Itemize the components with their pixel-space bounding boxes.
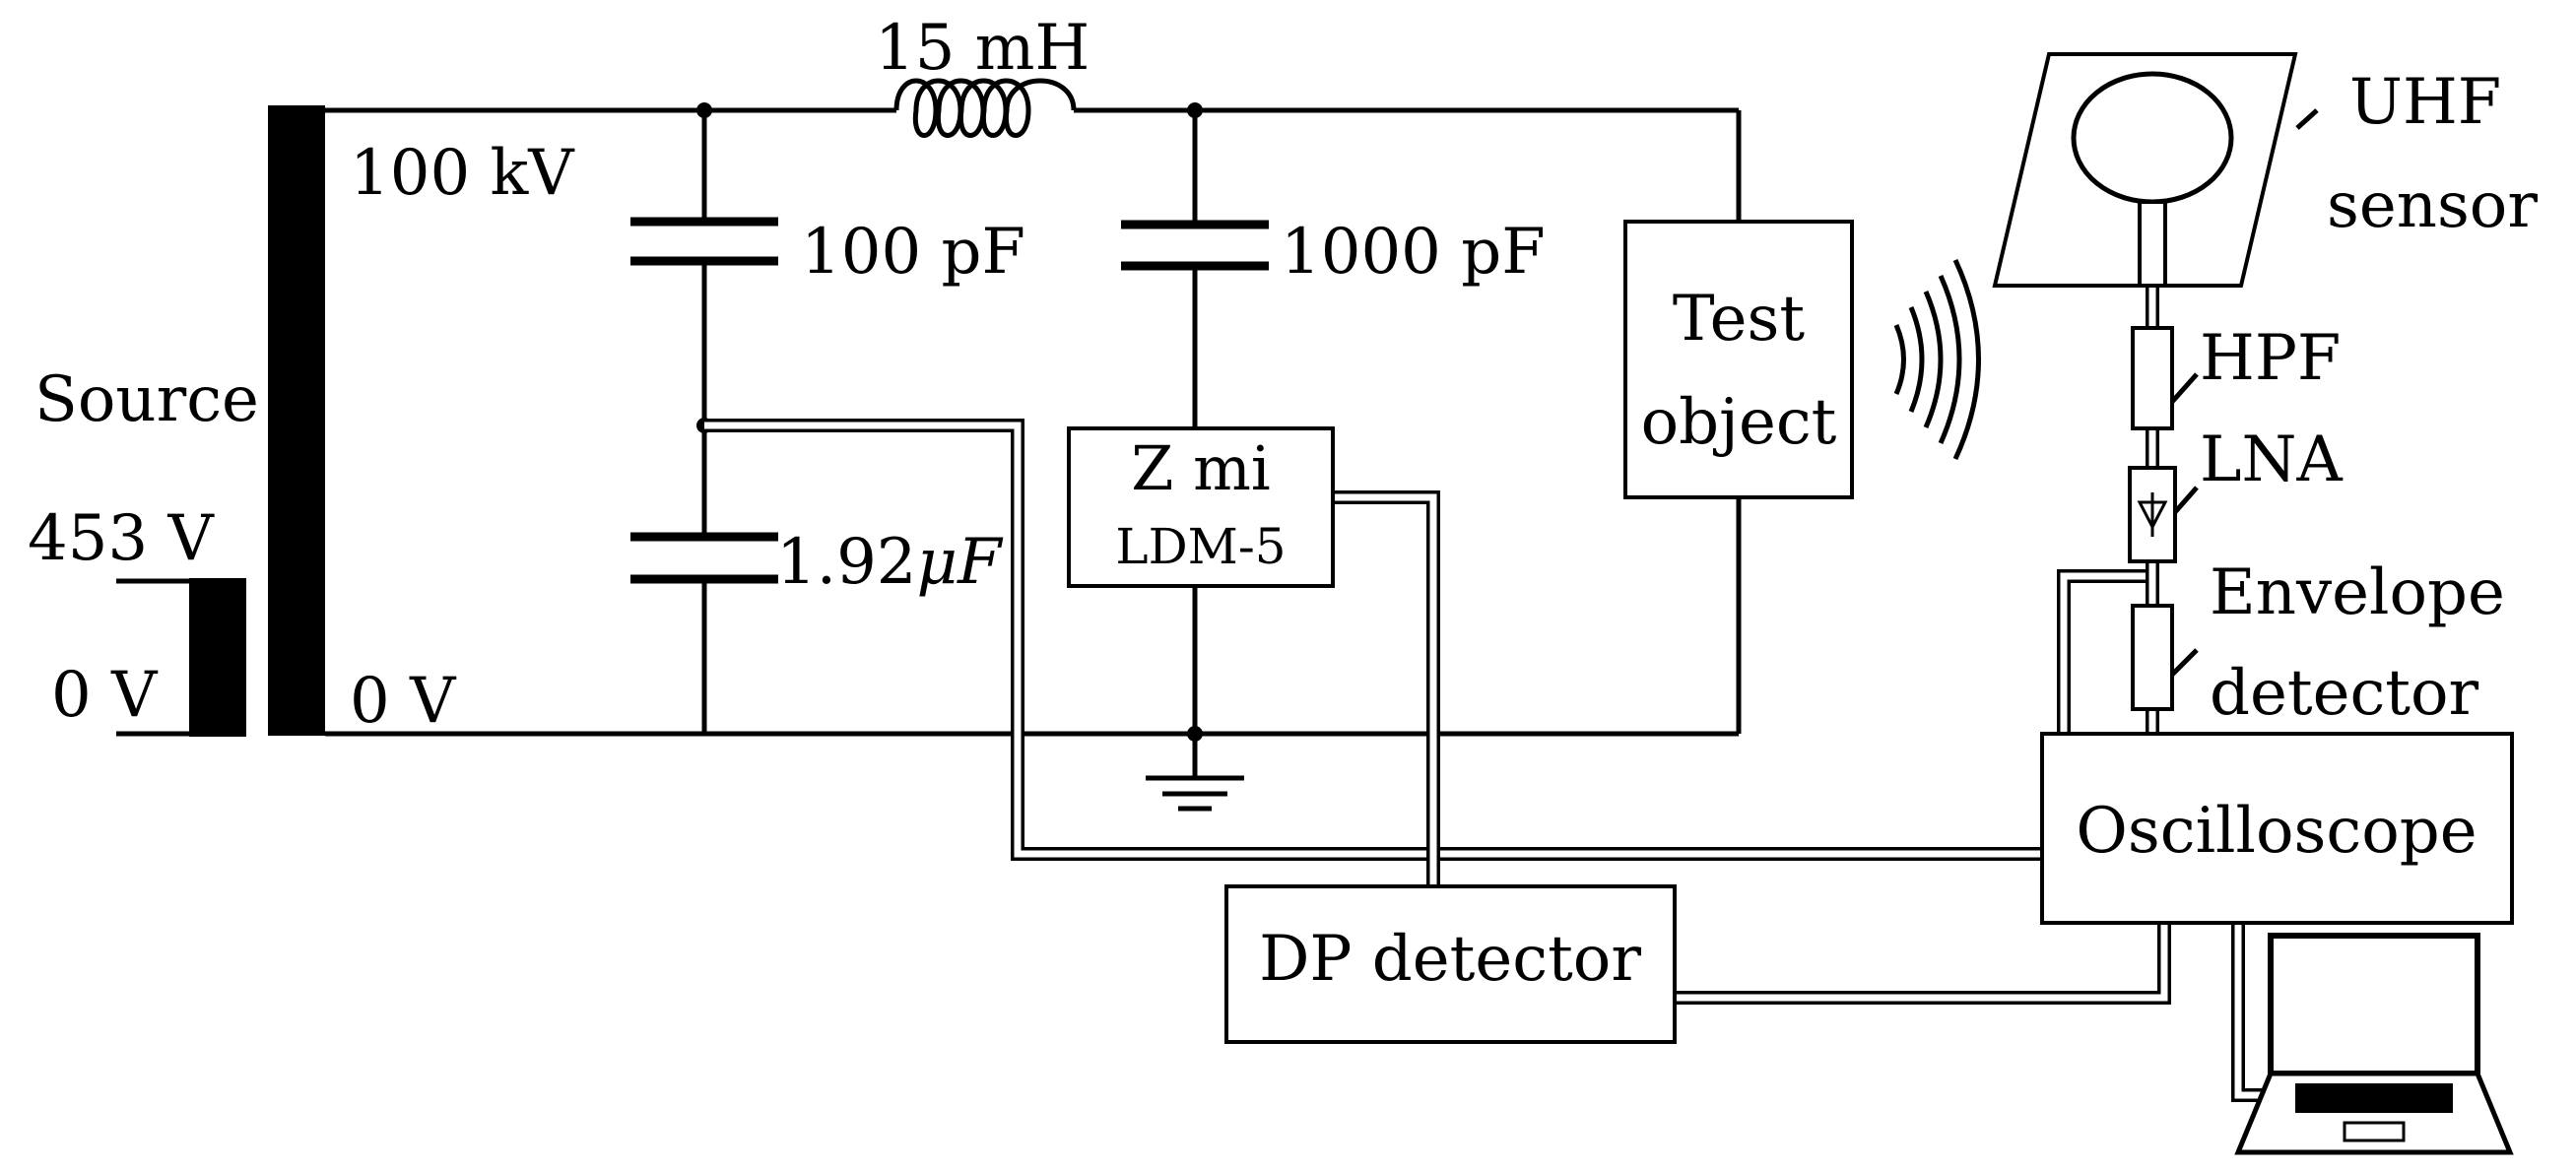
test-object-box: [1623, 220, 1854, 499]
lna-leader-line: [2173, 486, 2199, 514]
envelope-detector-label-line1: Envelope: [2210, 556, 2505, 629]
test-object-label-line1: Test: [1673, 283, 1805, 356]
lna-amplifier-icon: [2128, 466, 2177, 563]
source-label: Source: [34, 363, 259, 436]
capacitor-100pF-label: 100 pF: [801, 216, 1025, 289]
uhf-sensor-label-line2: sensor: [2327, 169, 2538, 242]
envelope-detector-label-line2: detector: [2210, 657, 2479, 730]
inductor-label: 15 mH: [875, 12, 1090, 85]
uhf-emission-waves-icon: [1893, 258, 1981, 461]
ldm5-label: LDM-5: [1115, 518, 1286, 575]
oscilloscope-box: [2040, 732, 2514, 925]
source-low-level-label: 0 V: [51, 659, 159, 732]
capacitor-1.92uF: [630, 532, 778, 584]
laptop-icon: [2234, 933, 2514, 1155]
source-high-level-label: 453 V: [28, 502, 216, 575]
capacitor-1.92uF-label: 1.92μF: [776, 526, 1004, 599]
dp-detector-label: DP detector: [1259, 923, 1641, 996]
capacitor-1000pF: [1121, 220, 1269, 271]
transformer-bar: [268, 105, 325, 736]
hv-terminal-label: 100 kV: [350, 137, 575, 210]
inductor-symbol: [893, 78, 1077, 138]
capacitor-100pF: [630, 217, 778, 266]
ground-icon: [1146, 775, 1244, 812]
hpf-label: HPF: [2200, 322, 2341, 395]
uhf-sensor-icon: [1992, 52, 2298, 288]
oscilloscope-label: Oscilloscope: [2076, 795, 2477, 868]
hpf-box: [2131, 326, 2174, 430]
capacitor-1000pF-label: 1000 pF: [1281, 216, 1546, 289]
source-waveform: [116, 578, 246, 737]
test-object-label-line2: object: [1641, 386, 1837, 459]
dp-detector-box: [1224, 884, 1677, 1044]
lna-label: LNA: [2200, 423, 2344, 496]
lv-terminal-label: 0 V: [350, 665, 457, 738]
hpf-leader-line: [2170, 372, 2199, 404]
measurement-impedance-box: [1067, 426, 1335, 588]
main-circuit-wires: [325, 107, 1742, 778]
uhf-leader-line: [2295, 108, 2319, 130]
uhf-sensor-label-line1: UHF: [2349, 66, 2501, 139]
envelope-leader-line: [2170, 648, 2199, 677]
signal-cables: [704, 187, 2271, 1102]
zmi-label: Z mi: [1131, 432, 1270, 504]
envelope-detector-box: [2131, 604, 2174, 711]
